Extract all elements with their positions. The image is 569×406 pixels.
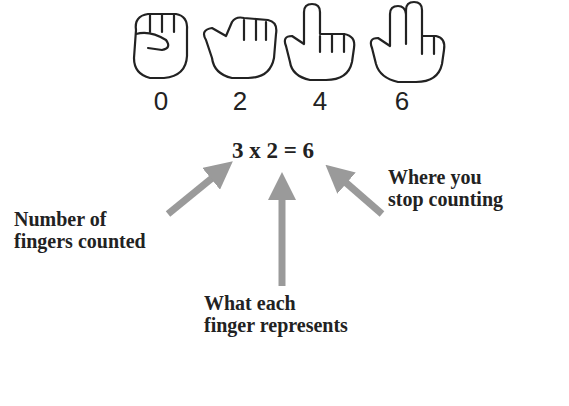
count-number: 4 (300, 86, 340, 117)
count-number: 0 (141, 86, 181, 117)
count-number: 2 (220, 86, 260, 117)
callout-note: Where you stop counting (388, 166, 514, 210)
count-number: 6 (382, 86, 422, 117)
two-finger-hand (285, 4, 354, 80)
equation: 3 x 2 = 6 (232, 138, 314, 164)
leader-arrows (168, 170, 382, 286)
one-finger-hand (204, 18, 276, 79)
callout-note: Number of fingers counted (14, 208, 154, 252)
three-finger-hand (371, 2, 444, 82)
callout-note: What each finger represents (204, 292, 351, 336)
fist-hand (134, 14, 187, 78)
